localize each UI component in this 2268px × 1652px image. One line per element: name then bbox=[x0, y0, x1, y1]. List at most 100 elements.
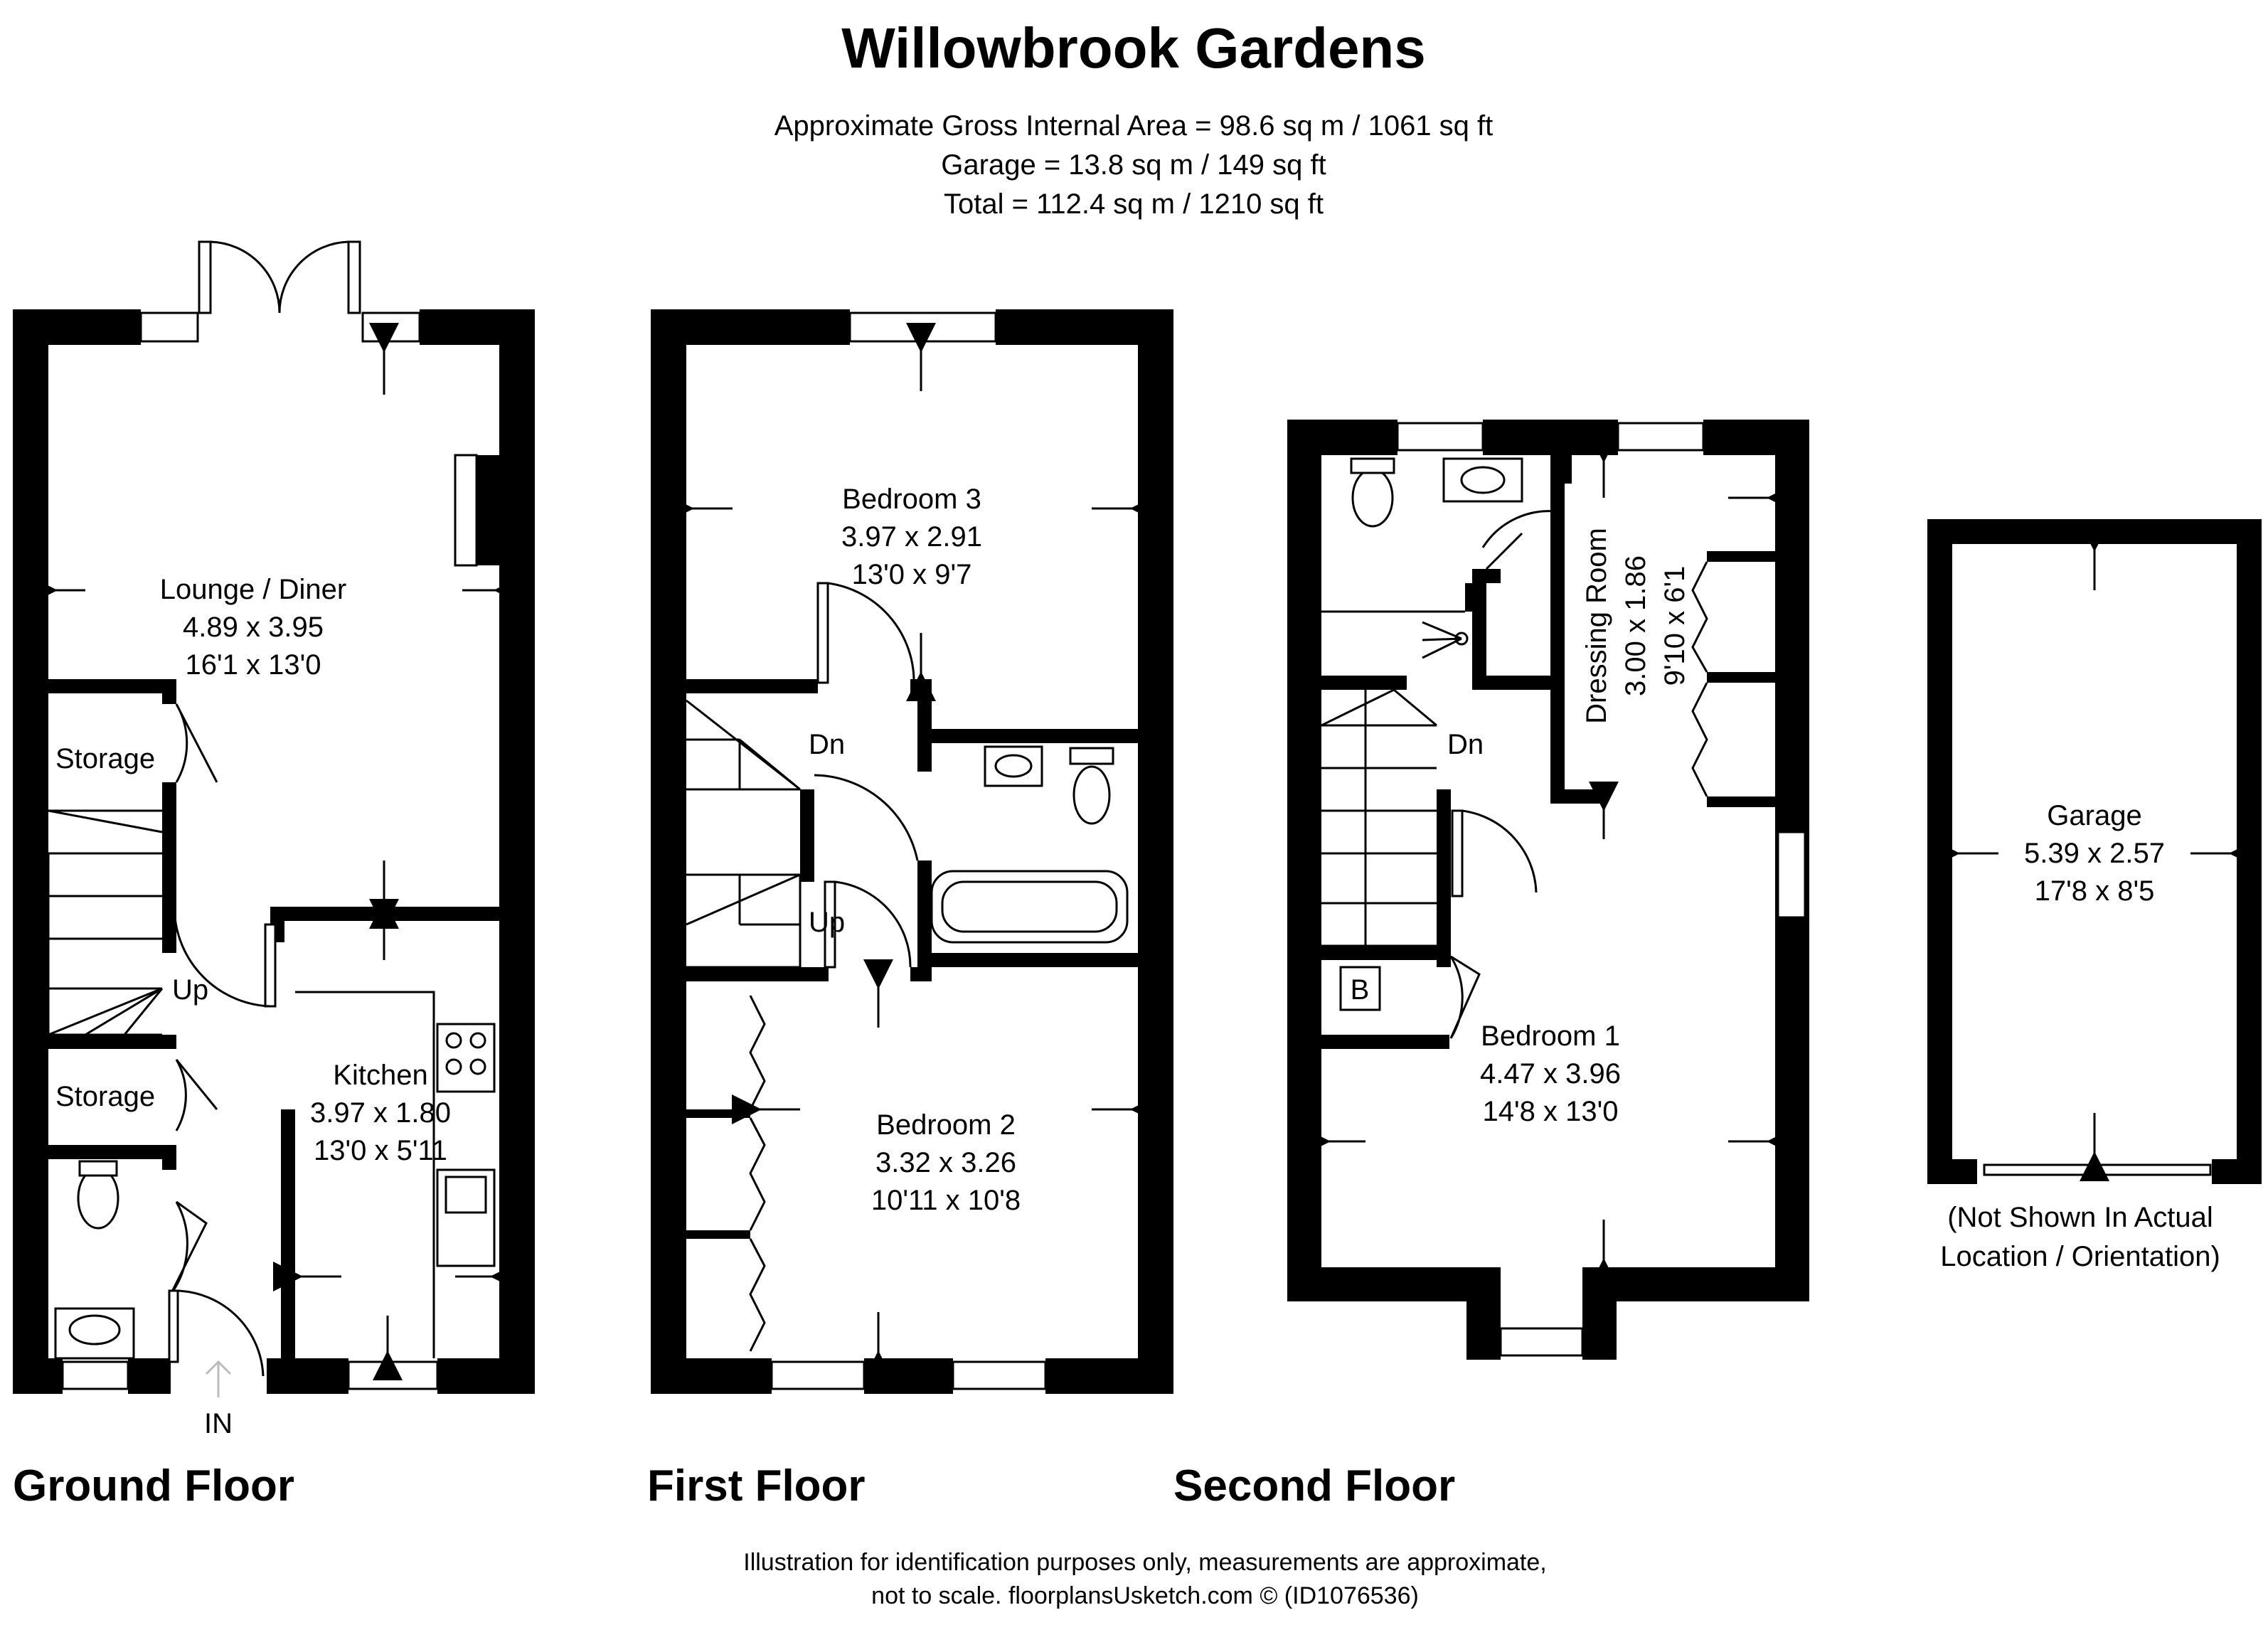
window bbox=[952, 1360, 1047, 1390]
area-internal: Approximate Gross Internal Area = 98.6 s… bbox=[774, 110, 1494, 142]
wall bbox=[651, 1358, 772, 1394]
hob bbox=[436, 1023, 496, 1093]
wall bbox=[1321, 1035, 1449, 1049]
wall bbox=[1707, 672, 1775, 683]
wall bbox=[686, 967, 829, 981]
lounge-metric: 4.89 x 3.95 bbox=[183, 612, 324, 643]
second-stairs-down: Dn bbox=[1447, 729, 1484, 760]
first-stairs-up: Up bbox=[809, 907, 845, 938]
bedroom-3-metric: 3.97 x 2.91 bbox=[841, 521, 982, 553]
wall bbox=[1550, 789, 1607, 804]
wall bbox=[1927, 1159, 1977, 1184]
wall bbox=[996, 309, 1173, 345]
wall bbox=[917, 953, 1138, 967]
window bbox=[770, 1360, 866, 1390]
wall bbox=[128, 1358, 171, 1394]
window bbox=[1499, 1327, 1584, 1357]
wall bbox=[651, 309, 850, 345]
door-leaf bbox=[347, 240, 361, 314]
toilet bbox=[77, 1167, 119, 1230]
door-swing bbox=[827, 582, 915, 680]
storage-door bbox=[175, 703, 218, 783]
wall bbox=[281, 1109, 295, 1394]
stairs-first bbox=[686, 699, 802, 969]
window bbox=[361, 311, 421, 343]
wall bbox=[800, 789, 814, 882]
wall bbox=[1927, 519, 1952, 1184]
door-leaf bbox=[824, 880, 836, 969]
kitchen-name: Kitchen bbox=[333, 1060, 427, 1091]
wall bbox=[1472, 569, 1501, 583]
garage-plan bbox=[1927, 519, 2262, 1184]
toilet bbox=[1072, 765, 1111, 825]
door-swing bbox=[834, 880, 912, 968]
window bbox=[1617, 422, 1705, 452]
door-leaf bbox=[198, 240, 212, 314]
entrance-label: IN bbox=[204, 1408, 233, 1439]
first-stairs-down: Dn bbox=[809, 729, 845, 760]
first-floor-label: First Floor bbox=[647, 1461, 866, 1510]
second-floor-label: Second Floor bbox=[1173, 1461, 1455, 1510]
door-swing bbox=[814, 774, 919, 861]
bedroom-1-metric: 4.47 x 3.96 bbox=[1480, 1058, 1621, 1089]
window bbox=[61, 1360, 129, 1390]
wall bbox=[13, 679, 176, 693]
wall bbox=[1465, 583, 1479, 612]
disclaimer-line-1: Illustration for identification purposes… bbox=[743, 1549, 1547, 1576]
wall bbox=[1321, 946, 1451, 960]
wall bbox=[1045, 1358, 1173, 1394]
window bbox=[1777, 831, 1806, 919]
stairs-second bbox=[1321, 688, 1437, 947]
bedroom-2-imperial: 10'11 x 10'8 bbox=[871, 1185, 1021, 1216]
bedroom-1-imperial: 14'8 x 13'0 bbox=[1483, 1096, 1619, 1127]
fireplace bbox=[454, 454, 478, 567]
chimney bbox=[477, 455, 499, 565]
bedroom-3-imperial: 13'0 x 9'7 bbox=[852, 559, 972, 590]
wall bbox=[420, 309, 535, 345]
storage-door bbox=[175, 1059, 218, 1131]
wall bbox=[1703, 420, 1809, 455]
area-total: Total = 112.4 sq m / 1210 sq ft bbox=[944, 188, 1324, 220]
wall bbox=[1707, 796, 1775, 807]
door-leaf bbox=[816, 582, 829, 684]
door-swing bbox=[210, 240, 281, 314]
cistern bbox=[78, 1160, 118, 1177]
wall bbox=[2212, 1159, 2262, 1184]
kitchen-metric: 3.97 x 1.80 bbox=[310, 1097, 451, 1129]
wall bbox=[686, 1230, 750, 1239]
dressing-room-imperial: 9'10 x 6'1 bbox=[1659, 566, 1691, 686]
kitchen-imperial: 13'0 x 5'11 bbox=[314, 1135, 447, 1166]
cistern bbox=[1069, 747, 1114, 765]
wall bbox=[499, 309, 535, 1394]
ground-stairs-up: Up bbox=[172, 974, 208, 1006]
wall bbox=[1483, 420, 1618, 455]
wardrobe-doors bbox=[1691, 561, 1708, 797]
wall bbox=[1582, 1326, 1617, 1360]
wall bbox=[1437, 946, 1451, 967]
wall bbox=[1138, 309, 1173, 1394]
entry-arrow-icon bbox=[205, 1360, 232, 1397]
wall bbox=[267, 1358, 348, 1394]
door-leaf bbox=[168, 1289, 179, 1363]
window bbox=[1396, 422, 1484, 452]
wall bbox=[437, 1358, 535, 1394]
garage-note-1: (Not Shown In Actual bbox=[1947, 1202, 2213, 1233]
door-leaf bbox=[264, 923, 277, 1008]
wall bbox=[162, 782, 176, 953]
storage-2-name: Storage bbox=[55, 1081, 155, 1112]
garage-name: Garage bbox=[2047, 800, 2141, 831]
wall bbox=[651, 309, 686, 1394]
bedroom-1-name: Bedroom 1 bbox=[1481, 1020, 1620, 1052]
wall bbox=[1287, 1267, 1501, 1301]
shower-spray bbox=[1422, 621, 1462, 659]
door-swing bbox=[1462, 809, 1538, 893]
wall bbox=[13, 1358, 63, 1394]
second-floor-plan bbox=[1287, 420, 1809, 1360]
wall bbox=[1582, 1267, 1809, 1301]
lounge-imperial: 16'1 x 13'0 bbox=[186, 649, 321, 681]
wall bbox=[162, 679, 176, 704]
wall bbox=[13, 1035, 176, 1049]
wall bbox=[1927, 519, 2262, 544]
